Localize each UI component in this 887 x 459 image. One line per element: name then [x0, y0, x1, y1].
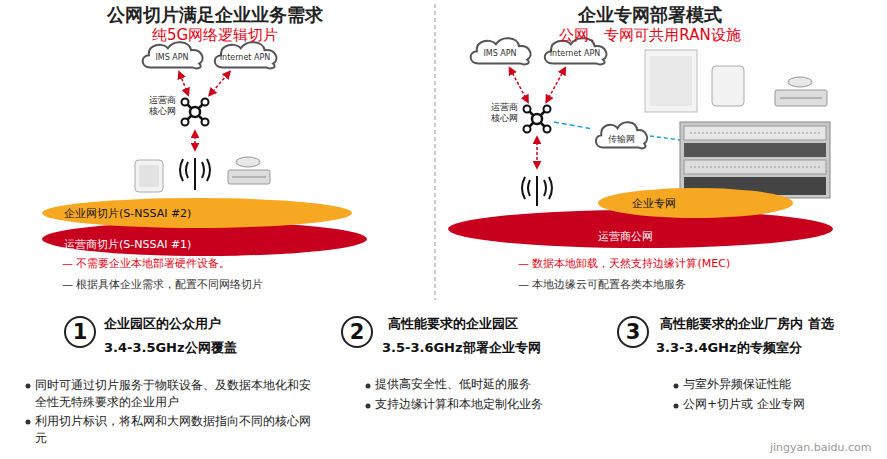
bullet-text: 提供高安全性、低时延的服务: [375, 377, 531, 393]
equipment-icon: [645, 50, 830, 198]
node-text: 企业网切片(S-NSSAI #2): [64, 206, 191, 221]
node-text: 企业专网: [632, 196, 676, 211]
transport-link: [650, 136, 680, 140]
node-text: 运营商核心网: [146, 95, 176, 117]
subtitle: 纯5G网络逻辑切片: [0, 26, 430, 46]
node-text: 3: [619, 318, 647, 346]
panel-title: 企业专网部署模式: [440, 3, 860, 26]
node-text: 2: [343, 318, 371, 346]
slice-band: 企业网切片(S-NSSAI #2): [42, 198, 352, 228]
node-text: 运营商公网: [598, 229, 653, 244]
antenna-symbol: [180, 158, 210, 190]
note-text: — 不需要企业本地部署硬件设备。: [62, 257, 231, 271]
heading: 企业园区的公众用户: [104, 316, 221, 333]
core-network-node: 运营商核心网: [180, 97, 210, 127]
panel-title: 公网切片满足企业业务需求: [0, 3, 430, 26]
node-text: 运营商切片(S-NSSAI #1): [64, 237, 191, 252]
bullet-text: 利用切片标识，将私网和大网数据指向不同的核心网元: [35, 413, 315, 447]
callout-circle: 3: [617, 316, 649, 348]
signal-arrow: [179, 72, 188, 95]
heading: 高性能要求的企业园区: [388, 316, 518, 333]
node-text: IMS APN: [138, 53, 206, 62]
core-network-node: 运营商核心网: [522, 104, 552, 134]
note-text: — 根据具体企业需求，配置不同网络切片: [62, 278, 264, 292]
subtitle: 公网、专网可共用RAN设施: [440, 26, 860, 46]
slice-band: 运营商公网: [448, 210, 833, 248]
signal-arrow: [536, 137, 538, 168]
node-text: 运营商核心网: [488, 102, 518, 124]
device-icon: [135, 157, 270, 192]
signal-arrow: [510, 68, 528, 102]
bullet-text: 公网+切片或 企业专网: [683, 397, 805, 413]
transport-link: [554, 122, 590, 128]
callout-circle: 1: [64, 316, 96, 348]
node-text: Internet APN: [210, 53, 280, 62]
note-text: — 本地边缘云可配置各类本地服务: [518, 278, 687, 292]
bullet-text: 支持边缘计算和本地定制化业务: [375, 397, 543, 413]
heading: 3.5-3.6GHz部署企业专网: [382, 340, 541, 357]
node-text: 传输网: [592, 133, 650, 146]
slice-band: 企业专网: [598, 188, 793, 218]
signal-arrow: [209, 72, 230, 96]
cloud-node: 传输网: [592, 118, 650, 150]
node-text: Internet APN: [540, 49, 610, 58]
callout-circle: 2: [341, 316, 373, 348]
cloud-node: IMS APN: [466, 34, 534, 66]
watermark: jingyan.baidu.com: [770, 441, 872, 455]
bullet-text: 与室外异频保证性能: [683, 377, 791, 393]
node-text: 1: [66, 318, 94, 346]
bullet-text: 同时可通过切片服务于物联设备、及数据本地化和安全性无特殊要求的企业用户: [35, 377, 315, 411]
antenna-symbol: [522, 176, 552, 206]
ellipse-shape: [598, 188, 793, 218]
node-text: IMS APN: [466, 49, 534, 58]
signal-arrow: [546, 68, 565, 102]
note-text: — 数据本地卸载，天然支持边缘计算(MEC): [518, 257, 730, 271]
heading: 高性能要求的企业厂房内 首选: [660, 316, 834, 333]
hub-symbol: [522, 104, 552, 134]
divider: [435, 4, 436, 300]
heading: 3.3-3.4GHz的专频室分: [656, 340, 802, 357]
signal-arrow: [194, 131, 196, 150]
hub-symbol: [180, 97, 210, 127]
heading: 3.4-3.5GHz公网覆盖: [104, 340, 237, 357]
